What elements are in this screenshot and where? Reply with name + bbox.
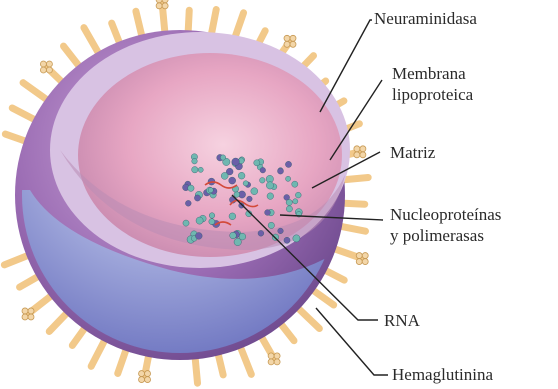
nucleoprotein-bead xyxy=(286,176,291,181)
label-matriz: Matriz xyxy=(390,142,435,163)
nucleoprotein-bead xyxy=(230,232,237,239)
nucleoprotein-bead xyxy=(254,160,260,166)
nucleoprotein-bead xyxy=(265,210,271,216)
nucleoprotein-bead xyxy=(209,219,215,225)
nucleoprotein-bead xyxy=(229,177,236,184)
nucleoprotein-bead xyxy=(286,199,292,205)
nucleoprotein-bead xyxy=(267,193,274,200)
nucleoprotein-bead xyxy=(243,181,248,186)
nucleoprotein-bead xyxy=(196,217,203,224)
leader-hemaglutinina xyxy=(316,308,388,375)
nucleoprotein-bead xyxy=(209,213,215,219)
label-nucleo-line1: Nucleoproteínas xyxy=(390,204,501,225)
nucleoprotein-bead xyxy=(278,168,284,174)
nucleoprotein-bead xyxy=(260,178,266,184)
nucleoprotein-bead xyxy=(221,172,228,179)
nucleoprotein-bead xyxy=(188,185,194,191)
nucleoprotein-bead xyxy=(192,167,198,173)
label-nucleoproteinas: Nucleoproteínas y polimerasas xyxy=(390,204,501,246)
label-membrana-line2: lipoproteica xyxy=(392,84,473,105)
label-membrana-line1: Membrana xyxy=(392,63,473,84)
label-rna: RNA xyxy=(384,310,420,331)
nucleoprotein-bead xyxy=(284,237,290,243)
nucleoprotein-bead xyxy=(251,188,258,195)
nucleoprotein-bead xyxy=(192,158,198,164)
nucleoprotein-bead xyxy=(295,192,301,198)
nucleoprotein-bead xyxy=(195,233,202,240)
nucleoprotein-bead xyxy=(238,172,245,179)
nucleoprotein-bead xyxy=(292,181,298,187)
nucleoprotein-bead xyxy=(185,200,191,206)
nucleoprotein-bead xyxy=(194,195,200,201)
label-neuraminidasa: Neuraminidasa xyxy=(374,8,477,29)
nucleoprotein-bead xyxy=(266,182,273,189)
nucleoprotein-bead xyxy=(268,222,274,228)
nucleoprotein-bead xyxy=(183,220,189,226)
nucleoprotein-bead xyxy=(247,196,253,202)
nucleoprotein-bead xyxy=(229,213,236,220)
nucleoprotein-bead xyxy=(198,167,203,172)
nucleoprotein-bead xyxy=(232,158,240,166)
label-nucleo-line2: y polimerasas xyxy=(390,225,501,246)
label-hemaglutinina: Hemaglutinina xyxy=(392,364,493,385)
nucleoprotein-bead xyxy=(234,238,241,245)
nucleoprotein-bead xyxy=(260,167,266,173)
nucleoprotein-bead xyxy=(293,235,300,242)
nucleoprotein-bead xyxy=(220,155,225,160)
nucleoprotein-bead xyxy=(285,161,291,167)
label-membrana-lipoproteica: Membrana lipoproteica xyxy=(392,63,473,105)
nucleoprotein-bead xyxy=(293,199,298,204)
nucleoprotein-bead xyxy=(258,230,264,236)
nucleoprotein-bead xyxy=(234,192,240,198)
nucleoprotein-bead xyxy=(278,228,284,234)
nucleoprotein-bead xyxy=(208,188,213,193)
nucleoprotein-bead xyxy=(286,206,292,212)
